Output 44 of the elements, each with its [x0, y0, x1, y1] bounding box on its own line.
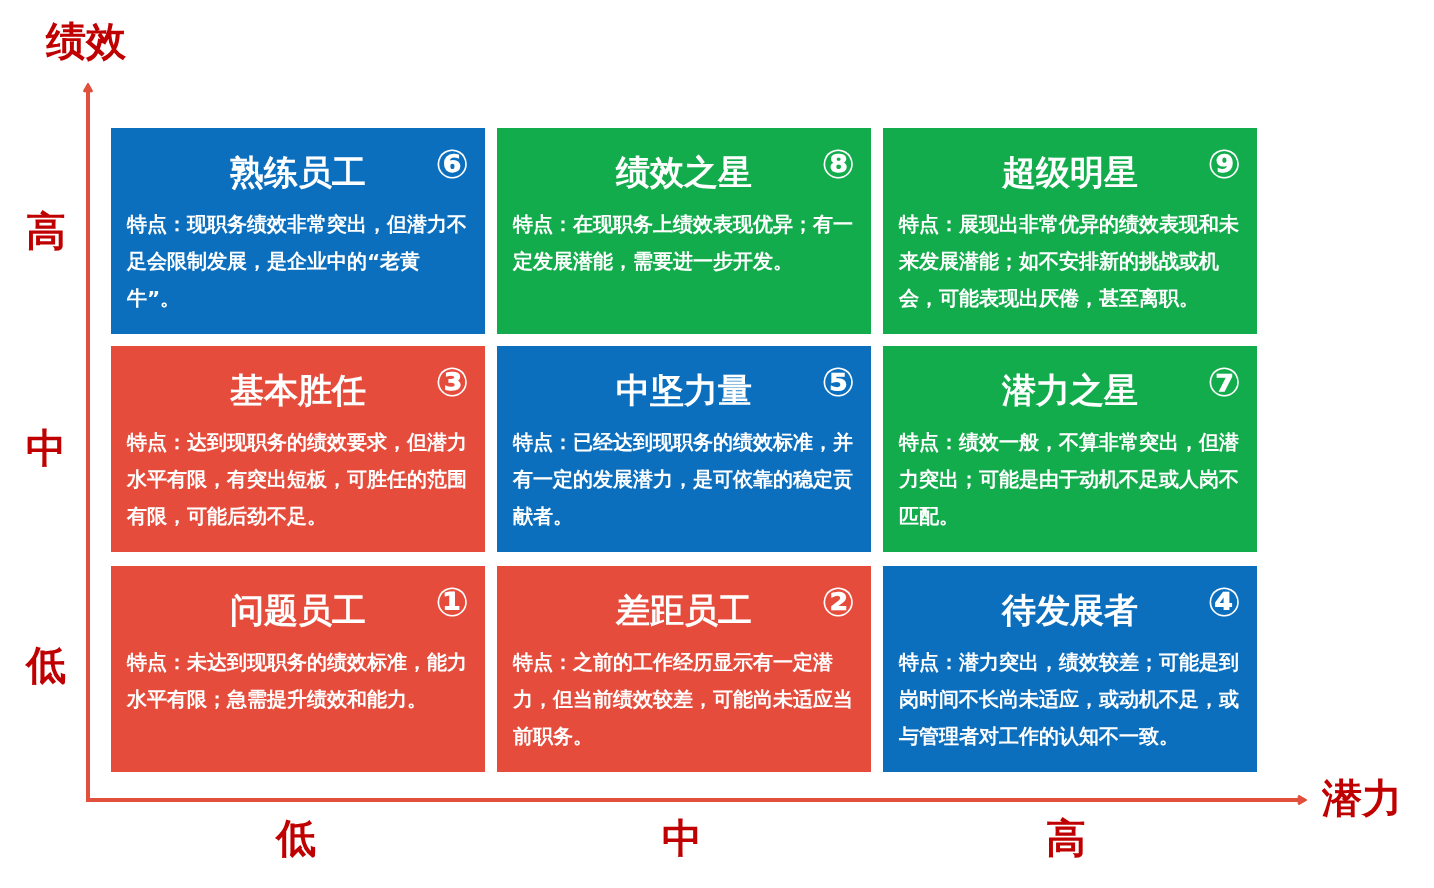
card-title: 差距员工	[616, 589, 752, 632]
description-text: 特点：未达到现职务的绩效标准，能力水平有限；急需提升绩效和能力。	[127, 649, 468, 713]
axis-tick-label: 中	[662, 815, 702, 861]
category-card	[883, 566, 1257, 772]
circled-number: ⑥	[435, 142, 469, 186]
circled-number: ②	[821, 580, 855, 624]
category-card	[497, 128, 871, 334]
description-text: 特点：展现出非常优异的绩效表现和未来发展潜能；如不安排新的挑战或机会，可能表现出厌倦，甚至离职。	[899, 211, 1240, 312]
circled-number: ③	[435, 360, 469, 404]
card-title: 绩效之星	[616, 151, 752, 194]
circled-number: ①	[435, 580, 469, 624]
axis-tick-label: 低	[276, 815, 316, 861]
axis-tick-label: 高	[26, 208, 66, 254]
circled-number: ④	[1207, 580, 1241, 624]
circled-number: ⑦	[1207, 360, 1241, 404]
category-card	[497, 566, 871, 772]
circled-number: ⑨	[1207, 142, 1241, 186]
description-text: 特点：之前的工作经历显示有一定潜力，但当前绩效较差，可能尚未适应当前职务。	[513, 649, 854, 750]
axis-tick-label: 中	[26, 425, 66, 471]
card-title: 中坚力量	[616, 369, 752, 412]
axis-title: 潜力	[1322, 775, 1402, 821]
description-text: 特点：绩效一般，不算非常突出，但潜力突出；可能是由于动机不足或人岗不匹配。	[899, 429, 1240, 530]
circled-number: ⑤	[821, 360, 855, 404]
card-title: 熟练员工	[230, 151, 366, 194]
axis-tick-label: 高	[1046, 815, 1086, 861]
description-text: 特点：达到现职务的绩效要求，但潜力水平有限，有突出短板，可胜任的范围有限，可能后劲不足。	[127, 429, 468, 530]
card-title: 超级明星	[1002, 151, 1138, 194]
card-title: 基本胜任	[230, 369, 366, 412]
description-text: 特点：在现职务上绩效表现优异；有一定发展潜能，需要进一步开发。	[513, 211, 854, 275]
card-title: 待发展者	[1002, 589, 1138, 632]
axis-tick-label: 低	[26, 642, 66, 688]
category-card	[883, 128, 1257, 334]
description-text: 特点：潜力突出，绩效较差；可能是到岗时间不长尚未适应，或动机不足，或与管理者对工作的认知不一致。	[899, 649, 1240, 750]
category-card	[111, 128, 485, 334]
category-card	[883, 346, 1257, 552]
category-card	[111, 566, 485, 772]
description-text: 特点：现职务绩效非常突出，但潜力不足会限制发展，是企业中的“老黄牛”。	[127, 211, 468, 312]
axis-title: 绩效	[46, 18, 126, 64]
category-card	[111, 346, 485, 552]
category-card	[497, 346, 871, 552]
card-title: 问题员工	[230, 589, 366, 632]
card-title: 潜力之星	[1002, 369, 1138, 412]
circled-number: ⑧	[821, 142, 855, 186]
description-text: 特点：已经达到现职务的绩效标准，并有一定的发展潜力，是可依靠的稳定贡献者。	[513, 429, 854, 530]
